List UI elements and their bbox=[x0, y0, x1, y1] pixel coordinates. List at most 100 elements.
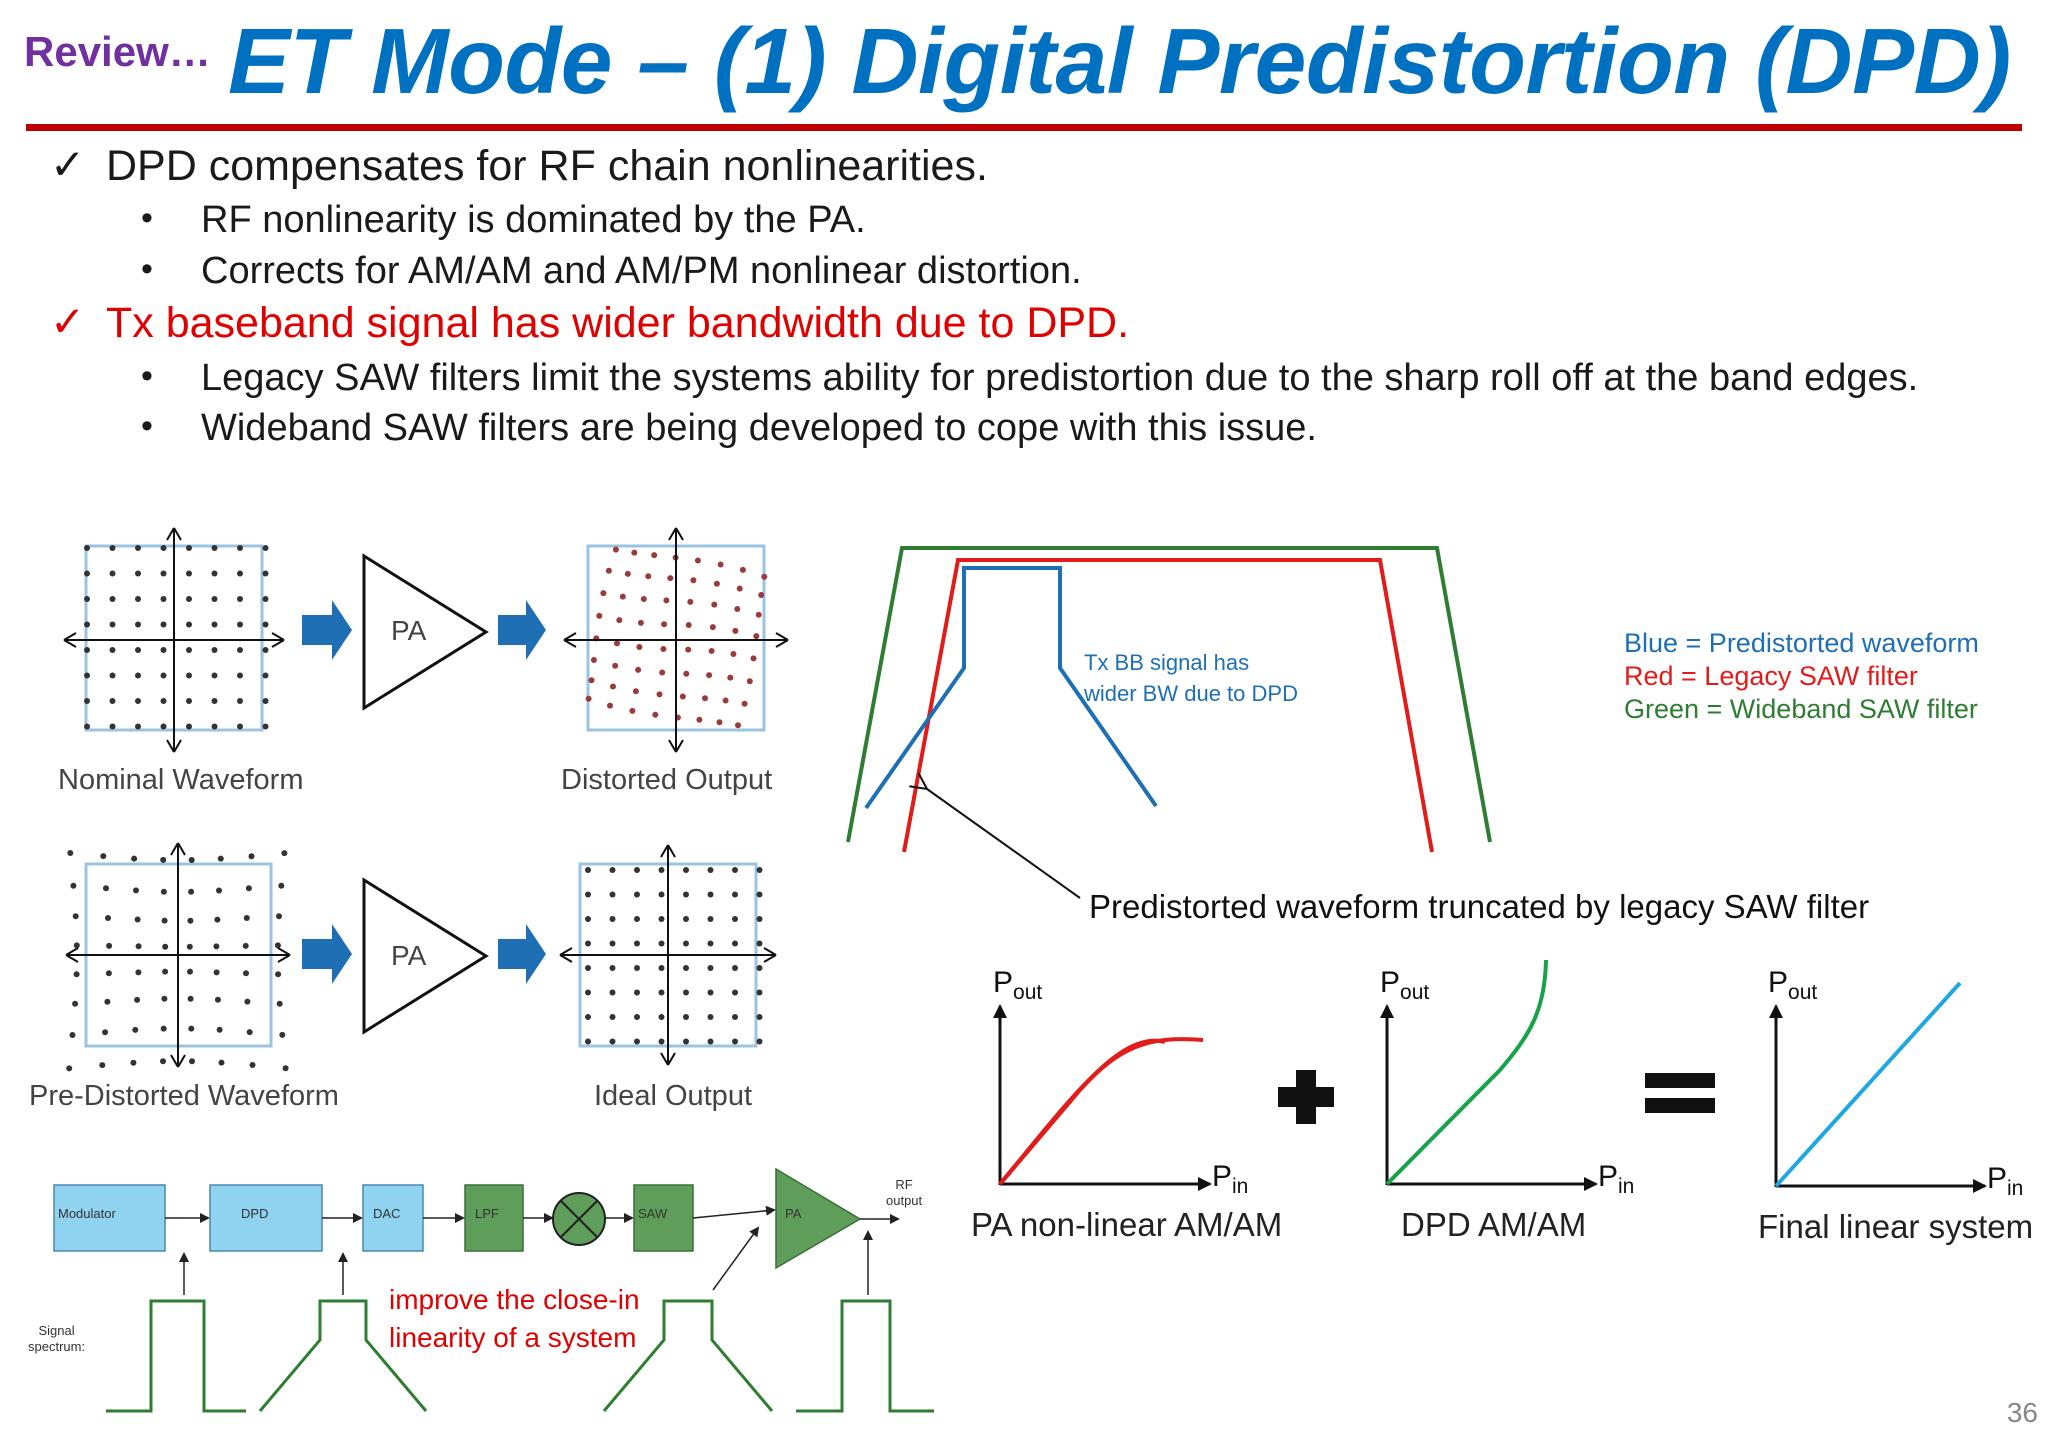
constellation-point bbox=[732, 867, 738, 873]
bullet-dot-icon: • bbox=[141, 407, 153, 445]
constellation-point bbox=[609, 989, 616, 996]
wideband-saw-filter-curve bbox=[846, 546, 1492, 843]
constellation-point bbox=[756, 1014, 763, 1020]
constellation-point bbox=[248, 853, 255, 860]
constellation-point bbox=[585, 891, 591, 898]
constellation-point bbox=[84, 570, 90, 577]
plot2-pin-label: Pin bbox=[1598, 1160, 1635, 1198]
legend-green: Green = Wideband SAW filter bbox=[1624, 694, 1978, 724]
constellation-point bbox=[739, 566, 746, 573]
constellation-point bbox=[214, 916, 221, 923]
constellation-point bbox=[216, 1026, 223, 1033]
constellation-point bbox=[694, 557, 701, 564]
constellation-point bbox=[716, 719, 723, 726]
plot1-pin-label: Pin bbox=[1212, 1160, 1249, 1198]
constellation-point bbox=[634, 1014, 640, 1020]
constellation-point bbox=[702, 695, 708, 702]
bullet-2: ✓ Tx baseband signal has wider bandwidth… bbox=[50, 298, 1130, 348]
constellation-point bbox=[243, 970, 249, 977]
constellation-point bbox=[162, 968, 169, 975]
constellation-point bbox=[683, 867, 689, 873]
constellation-point bbox=[727, 674, 734, 681]
bullet-dot-icon: • bbox=[141, 357, 153, 395]
constellation-point bbox=[707, 1038, 714, 1045]
constellation-point bbox=[214, 996, 221, 1003]
constellation-point bbox=[100, 853, 107, 860]
sub-bullet-1-1: • RF nonlinearity is dominated by the PA… bbox=[141, 199, 866, 242]
constellation-point bbox=[585, 916, 591, 922]
constellation-point bbox=[237, 570, 243, 577]
constellation-point bbox=[103, 885, 109, 892]
constellation-point bbox=[658, 867, 665, 873]
constellation-point bbox=[274, 942, 281, 949]
constellation-point bbox=[262, 545, 269, 551]
constellation-point bbox=[616, 617, 623, 624]
constellation-point bbox=[237, 672, 243, 679]
constellation-point bbox=[211, 723, 218, 730]
constellation-point bbox=[590, 657, 597, 663]
constellation-point bbox=[84, 596, 90, 602]
lpf-block bbox=[464, 1184, 524, 1252]
constellation-point bbox=[707, 916, 714, 922]
bullet-2-text: Tx baseband signal has wider bandwidth d… bbox=[106, 299, 1130, 347]
constellation-point bbox=[706, 672, 713, 679]
constellation-point bbox=[634, 891, 640, 898]
pa-block-label: PA bbox=[785, 1206, 802, 1221]
bullet-dot-icon: • bbox=[141, 199, 153, 237]
close-in-linearity-note: improve the close-in linearity of a syst… bbox=[389, 1284, 640, 1353]
constellation-point bbox=[67, 850, 74, 856]
constellation-point bbox=[690, 577, 697, 584]
blue-arrow-icon bbox=[498, 600, 546, 660]
constellation-point bbox=[186, 672, 192, 679]
lpf-label: LPF bbox=[475, 1206, 499, 1221]
constellation-point bbox=[605, 567, 612, 574]
equals-icon bbox=[1645, 1073, 1715, 1088]
constellation-point bbox=[211, 596, 218, 602]
constellation-point bbox=[683, 940, 689, 947]
constellation-point bbox=[109, 698, 116, 704]
plot2-caption: DPD AM/AM bbox=[1401, 1206, 1587, 1243]
constellation-point bbox=[211, 545, 218, 551]
constellation-point bbox=[732, 940, 738, 947]
tx-bb-note: Tx BB signal has wider BW due to DPD bbox=[1084, 650, 1298, 706]
constellation-point bbox=[732, 627, 739, 634]
pa-label: PA bbox=[391, 940, 427, 971]
constellation-point bbox=[237, 723, 243, 730]
blue-arrow-icon bbox=[302, 600, 352, 660]
constellation-point bbox=[131, 855, 138, 862]
checkmark-icon: ✓ bbox=[50, 141, 86, 188]
constellation-point bbox=[629, 707, 636, 714]
constellation-point bbox=[135, 621, 141, 628]
constellation-point bbox=[741, 700, 748, 707]
constellation-point bbox=[262, 596, 269, 602]
constellation-point bbox=[109, 545, 116, 551]
spectrum-saw-output bbox=[602, 1299, 774, 1412]
constellation-point bbox=[696, 716, 703, 723]
constellation-point bbox=[756, 989, 763, 996]
constellation-point bbox=[756, 940, 763, 947]
ideal-constellation bbox=[559, 844, 777, 1066]
sub-bullet-1-2: • Corrects for AM/AM and AM/PM nonlinear… bbox=[141, 250, 1082, 293]
constellation-point bbox=[186, 545, 192, 551]
constellation-point bbox=[707, 867, 714, 873]
dpd-block bbox=[209, 1184, 323, 1252]
dpd-amam-curve bbox=[1385, 959, 1548, 1186]
review-label: Review… bbox=[24, 28, 211, 75]
constellation-point bbox=[753, 633, 760, 640]
constellation-point bbox=[634, 1038, 640, 1045]
constellation-point bbox=[237, 596, 243, 602]
linear-system-curve bbox=[1774, 981, 1962, 1188]
constellation-point bbox=[262, 570, 269, 577]
constellation-point bbox=[160, 596, 167, 602]
constellation-point bbox=[660, 646, 667, 652]
constellation-point bbox=[135, 647, 141, 653]
constellation-point bbox=[105, 915, 111, 921]
pa-label: PA bbox=[391, 615, 427, 646]
constellation-point bbox=[73, 971, 80, 978]
pa-block bbox=[775, 1167, 862, 1270]
constellation-point bbox=[685, 646, 692, 653]
constellation-point bbox=[213, 943, 220, 950]
constellation-point bbox=[262, 672, 269, 679]
constellation-point bbox=[211, 698, 218, 704]
